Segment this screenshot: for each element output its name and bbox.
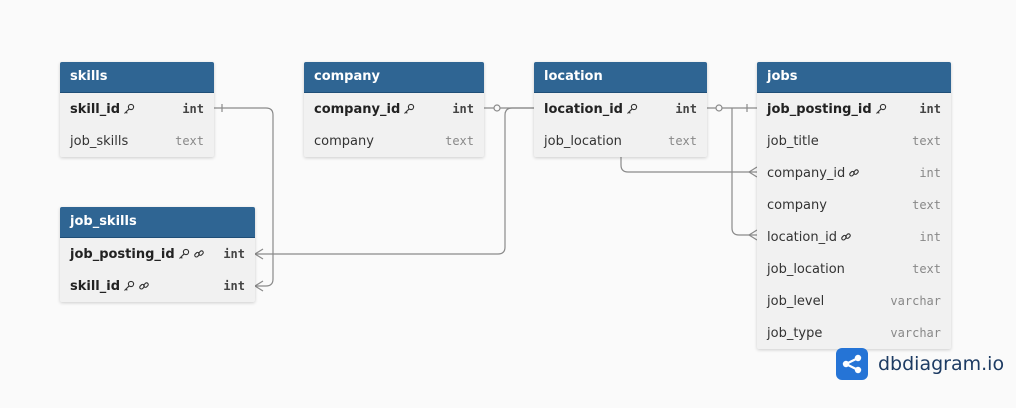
field-type: int: [919, 102, 941, 116]
rel-skills-job-skills: [214, 107, 274, 287]
field-type: text: [912, 198, 941, 212]
field-name: skill_id: [70, 278, 121, 294]
field-type: text: [912, 262, 941, 276]
field-type: varchar: [890, 326, 941, 340]
field-row[interactable]: company_id int: [304, 93, 484, 125]
field-name: company: [314, 133, 374, 149]
link-icon: [848, 167, 860, 179]
rel-location-jobs-company: [620, 156, 757, 173]
field-row[interactable]: company text: [757, 189, 951, 221]
field-type: text: [912, 134, 941, 148]
field-name: job_type: [767, 325, 823, 341]
link-icon: [840, 231, 852, 243]
dbdiagram-logo-icon: [836, 348, 868, 380]
table-skills[interactable]: skills skill_id int job_skills text: [60, 62, 214, 157]
link-icon: [193, 248, 205, 260]
field-row[interactable]: location_id int: [534, 93, 707, 125]
field-row[interactable]: job_title text: [757, 125, 951, 157]
field-name: location_id: [767, 229, 837, 245]
field-row[interactable]: skill_id int: [60, 270, 255, 302]
field-name: job_location: [544, 133, 622, 149]
field-type: int: [452, 102, 474, 116]
field-name: location_id: [544, 101, 623, 117]
field-name: job_skills: [70, 133, 129, 149]
table-company[interactable]: company company_id int company text: [304, 62, 484, 157]
key-icon: [875, 103, 887, 115]
field-name: company_id: [314, 101, 401, 117]
field-name: job_location: [767, 261, 845, 277]
field-row[interactable]: job_level varchar: [757, 285, 951, 317]
key-icon: [123, 103, 135, 115]
link-icon: [138, 280, 150, 292]
field-type: int: [182, 102, 204, 116]
field-name: company: [767, 197, 827, 213]
field-row[interactable]: skill_id int: [60, 93, 214, 125]
field-name: job_title: [767, 133, 819, 149]
field-row[interactable]: job_posting_id int: [757, 93, 951, 125]
field-row[interactable]: job_location text: [757, 253, 951, 285]
key-icon: [178, 248, 190, 260]
field-type: varchar: [890, 294, 941, 308]
table-header[interactable]: company: [304, 62, 484, 93]
field-name: job_posting_id: [70, 246, 175, 262]
field-name: skill_id: [70, 101, 121, 117]
field-type: text: [668, 134, 697, 148]
field-row[interactable]: job_location text: [534, 125, 707, 157]
rel-jobs-location-id: [731, 108, 757, 236]
field-name: job_posting_id: [767, 101, 872, 117]
field-row[interactable]: company text: [304, 125, 484, 157]
field-type: text: [175, 134, 204, 148]
table-job-skills[interactable]: job_skills job_posting_id int skill_id i…: [60, 207, 255, 302]
brand-name: dbdiagram.io: [878, 353, 1005, 375]
field-row[interactable]: job_posting_id int: [60, 238, 255, 270]
field-type: int: [223, 247, 245, 261]
key-icon: [626, 103, 638, 115]
field-row[interactable]: location_id int: [757, 221, 951, 253]
field-type: int: [919, 166, 941, 180]
field-type: int: [223, 279, 245, 293]
field-row[interactable]: job_type varchar: [757, 317, 951, 349]
table-header[interactable]: job_skills: [60, 207, 255, 238]
table-header[interactable]: skills: [60, 62, 214, 93]
table-header[interactable]: jobs: [757, 62, 951, 93]
table-location[interactable]: location location_id int job_location te…: [534, 62, 707, 157]
table-jobs[interactable]: jobs job_posting_id int job_title text c…: [757, 62, 951, 349]
field-row[interactable]: job_skills text: [60, 125, 214, 157]
brand-link[interactable]: dbdiagram.io: [836, 348, 1004, 380]
field-type: text: [445, 134, 474, 148]
field-name: job_level: [767, 293, 825, 309]
field-type: int: [919, 230, 941, 244]
field-row[interactable]: company_id int: [757, 157, 951, 189]
table-header[interactable]: location: [534, 62, 707, 93]
field-type: int: [675, 102, 697, 116]
key-icon: [123, 280, 135, 292]
field-name: company_id: [767, 165, 846, 181]
key-icon: [403, 103, 415, 115]
